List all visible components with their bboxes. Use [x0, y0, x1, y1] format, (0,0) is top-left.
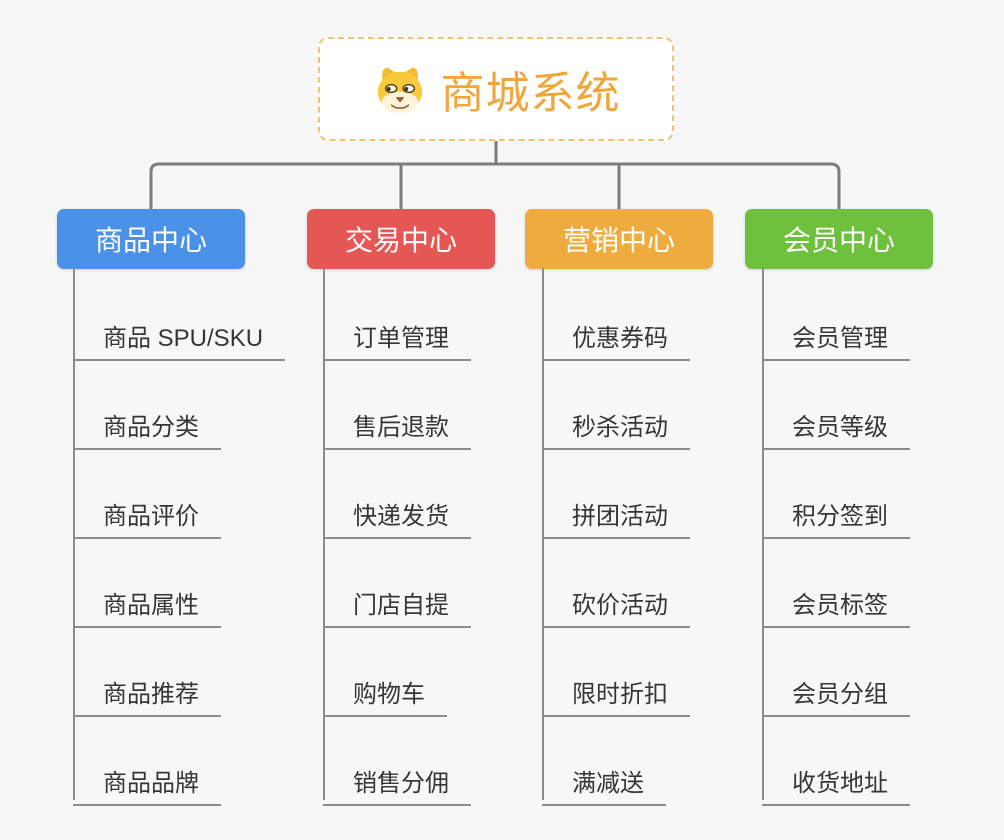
- branch-node-label: 营销中心: [562, 225, 675, 256]
- branch-node-3[interactable]: 会员中心: [745, 209, 933, 269]
- leaf-node[interactable]: 会员标签: [762, 576, 910, 628]
- branch-trunk-line: [73, 268, 75, 800]
- leaf-node[interactable]: 门店自提: [323, 576, 471, 628]
- leaf-node[interactable]: 销售分佣: [323, 754, 471, 806]
- leaf-node[interactable]: 快递发货: [323, 487, 471, 539]
- leaf-node[interactable]: 商品属性: [73, 576, 221, 628]
- leaf-node[interactable]: 购物车: [323, 665, 447, 717]
- leaf-node[interactable]: 收货地址: [762, 754, 910, 806]
- leaf-node[interactable]: 拼团活动: [542, 487, 690, 539]
- leaf-node[interactable]: 商品品牌: [73, 754, 221, 806]
- leaf-node[interactable]: 商品评价: [73, 487, 221, 539]
- leaf-node[interactable]: 优惠券码: [542, 309, 690, 361]
- branch-node-1[interactable]: 交易中心: [307, 209, 495, 269]
- leaf-node[interactable]: 会员分组: [762, 665, 910, 717]
- branch-node-label: 交易中心: [344, 225, 457, 256]
- leaf-node[interactable]: 商品分类: [73, 398, 221, 450]
- leaf-node[interactable]: 限时折扣: [542, 665, 690, 717]
- branch-node-2[interactable]: 营销中心: [525, 209, 713, 269]
- leaf-node[interactable]: 砍价活动: [542, 576, 690, 628]
- leaf-node[interactable]: 售后退款: [323, 398, 471, 450]
- branch-node-label: 会员中心: [782, 225, 895, 256]
- dog-face-icon: [377, 67, 422, 114]
- leaf-node[interactable]: 商品 SPU/SKU: [73, 309, 286, 361]
- branch-trunk-line: [542, 268, 544, 800]
- leaf-node[interactable]: 会员等级: [762, 398, 910, 450]
- leaf-node[interactable]: 秒杀活动: [542, 398, 690, 450]
- leaf-node[interactable]: 会员管理: [762, 309, 910, 361]
- root-node[interactable]: 商城系统: [318, 37, 674, 141]
- leaf-node[interactable]: 满减送: [542, 754, 666, 806]
- root-node-title: 商城系统: [440, 69, 621, 118]
- leaf-node[interactable]: 订单管理: [323, 309, 471, 361]
- branch-trunk-line: [323, 268, 325, 800]
- branch-trunk-line: [762, 268, 764, 800]
- branch-node-label: 商品中心: [94, 225, 207, 256]
- leaf-node[interactable]: 商品推荐: [73, 665, 221, 717]
- leaf-node[interactable]: 积分签到: [762, 487, 910, 539]
- branch-node-0[interactable]: 商品中心: [57, 209, 245, 269]
